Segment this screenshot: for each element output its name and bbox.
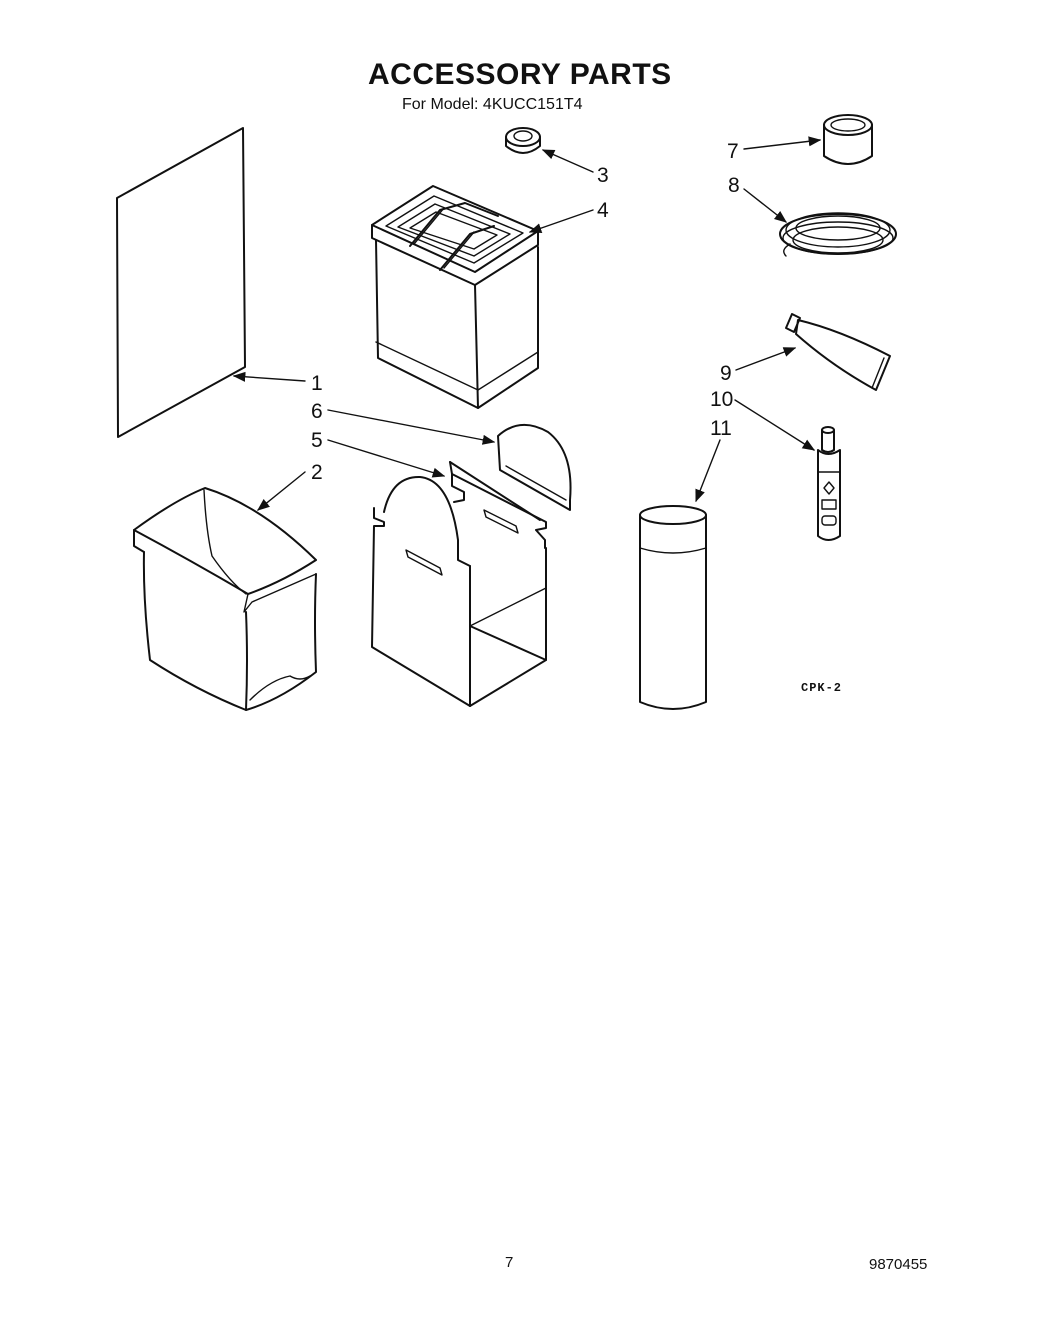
part-7-can: [823, 114, 873, 165]
callout-3: 3: [597, 164, 609, 187]
callout-5: 5: [311, 429, 323, 452]
callout-7: 7: [727, 140, 739, 163]
page-number: 7: [505, 1254, 514, 1271]
part-10-pen: [817, 426, 841, 541]
part-1-sheet: [116, 127, 246, 438]
callout-10: 10: [710, 388, 733, 411]
part-9-tube: [785, 313, 891, 391]
callout-4: 4: [597, 199, 609, 222]
leader-lines: [232, 136, 822, 511]
callout-11: 11: [710, 417, 732, 440]
part-5-bracket: [371, 461, 547, 707]
figure-code: CPK-2: [801, 681, 843, 695]
part-2-liner-bag: [133, 487, 317, 711]
part-11-spray-can: [639, 505, 707, 710]
callout-9: 9: [720, 362, 732, 385]
model-subtitle: For Model: 4KUCC151T4: [402, 96, 583, 113]
part-8-tubing-coil: [779, 212, 897, 257]
callout-labels: 1 2 3 4 5 6 7 8 9 10 11: [311, 140, 740, 484]
callout-1: 1: [311, 372, 323, 395]
callout-2: 2: [311, 461, 323, 484]
callout-6: 6: [311, 400, 323, 423]
part-4-ice-bin: [371, 185, 539, 409]
document-number: 9870455: [869, 1256, 928, 1273]
part-3-cap: [505, 127, 541, 154]
callout-8: 8: [728, 174, 740, 197]
part-6-panel: [497, 424, 572, 511]
page-title: ACCESSORY PARTS: [368, 58, 672, 91]
